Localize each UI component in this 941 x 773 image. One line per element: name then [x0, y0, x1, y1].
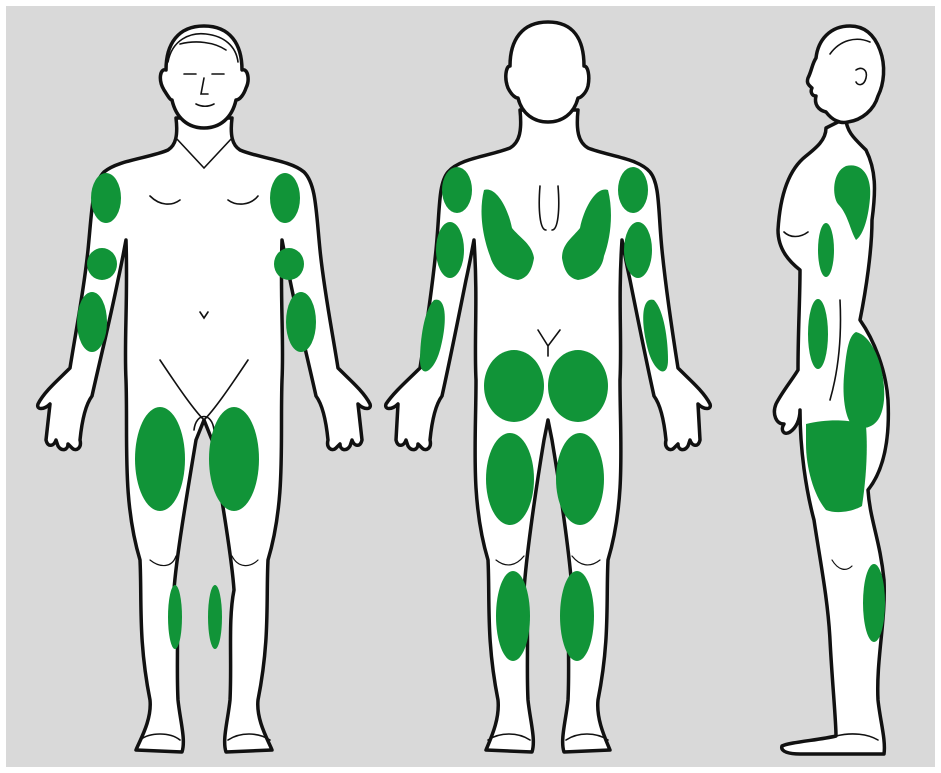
- front-zone-left-shoulder: [91, 173, 121, 223]
- front-zone-left-forearm: [77, 292, 107, 352]
- front-zone-right-shoulder: [270, 173, 300, 223]
- back-zone-left-shoulder: [442, 167, 472, 213]
- front-zone-right-shin: [208, 585, 222, 649]
- back-zone-right-upper-arm: [624, 222, 652, 278]
- back-zone-left-thigh: [486, 433, 534, 525]
- front-zone-left-shin: [168, 585, 182, 649]
- back-zone-right-shoulder: [618, 167, 648, 213]
- back-zone-right-buttock: [548, 350, 608, 422]
- back-zone-right-calf: [560, 571, 594, 661]
- side-zone-forearm: [808, 299, 828, 369]
- front-zone-right-forearm: [286, 292, 316, 352]
- front-zone-left-thigh: [135, 407, 185, 511]
- front-zone-right-upper-arm: [274, 248, 304, 280]
- back-zone-left-upper-arm: [436, 222, 464, 278]
- front-zone-left-upper-arm: [87, 248, 117, 280]
- side-zone-calf: [863, 564, 885, 642]
- side-zone-upper-arm: [818, 223, 834, 277]
- back-zone-left-calf: [496, 571, 530, 661]
- front-zone-right-thigh: [209, 407, 259, 511]
- back-zone-right-thigh: [556, 433, 604, 525]
- back-zone-left-buttock: [484, 350, 544, 422]
